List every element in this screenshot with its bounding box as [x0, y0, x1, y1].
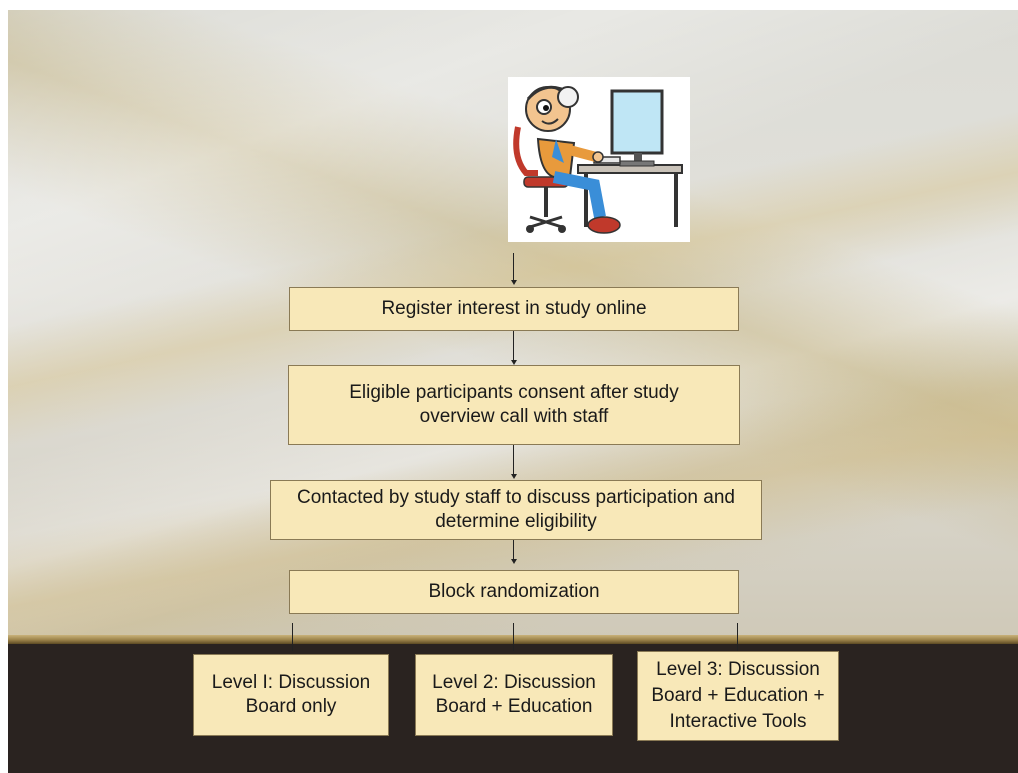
level-3-box: Level 3: Discussion Board + Education + …: [637, 651, 839, 741]
person-at-computer-icon: [508, 77, 690, 242]
step-contacted: Contacted by study staff to discuss part…: [270, 480, 762, 540]
step-register-interest: Register interest in study online: [289, 287, 739, 331]
step-block-randomization: Block randomization: [289, 570, 739, 614]
slide: Register interest in study online Eligib…: [8, 10, 1018, 773]
step-consent: Eligible participants consent after stud…: [288, 365, 740, 445]
level-1-box: Level I: Discussion Board only: [193, 654, 389, 736]
level-2-box: Level 2: Discussion Board + Education: [415, 654, 613, 736]
